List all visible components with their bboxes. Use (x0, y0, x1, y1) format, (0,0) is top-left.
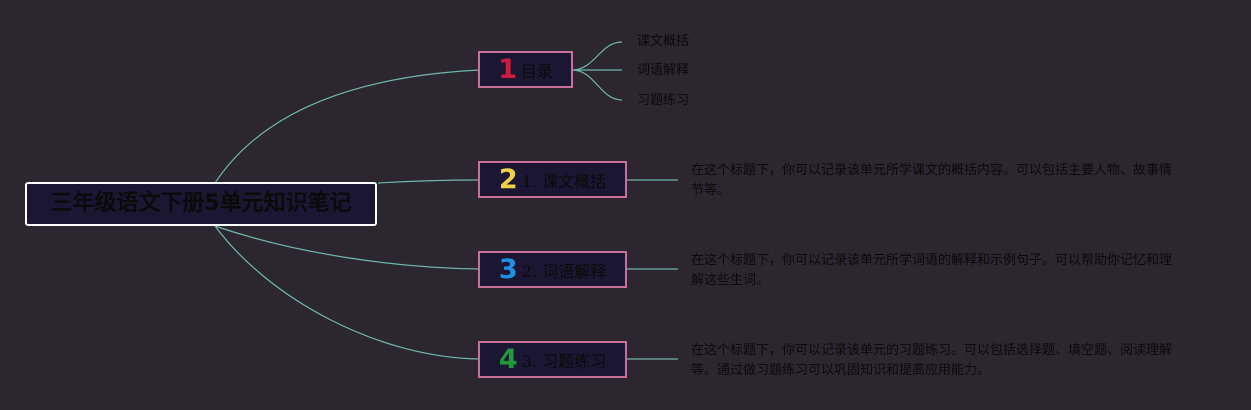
leaf-exercises[interactable]: 习题练习 (637, 93, 690, 108)
note-text-summary: 在这个标题下，你可以记录该单元所学课文的概括内容。可以包括主要人物、故事情节等。 (691, 163, 1173, 198)
connector-directory-to-leaf-1 (571, 41, 623, 71)
note-vocabulary: 在这个标题下，你可以记录该单元所学词语的解释和示例句子。可以帮助你记忆和理解这些… (691, 253, 1173, 288)
number-badge-4: 4 (498, 344, 518, 375)
branch-directory[interactable]: 1 目录 (478, 51, 573, 88)
branch-label-vocabulary: 2. 词语解释 (521, 261, 607, 281)
number-badge-2: 2 (498, 164, 518, 195)
connector-root-to-summary (377, 179, 481, 184)
branch-exercises[interactable]: 4 3. 习题练习 (478, 341, 627, 378)
connector-root-to-exercises (214, 225, 481, 360)
connector-directory-to-leaf-3 (571, 69, 623, 101)
branch-text-summary[interactable]: 2 1. 课文概括 (478, 161, 627, 198)
connector-root-to-directory (214, 69, 481, 184)
branch-label-directory: 目录 (520, 61, 553, 81)
branch-vocabulary[interactable]: 3 2. 词语解释 (478, 251, 627, 288)
branch-label-text-summary: 1. 课文概括 (521, 171, 607, 191)
branch-label-exercises: 3. 习题练习 (521, 351, 607, 371)
central-topic[interactable]: 三年级语文下册5单元知识笔记 (25, 182, 377, 226)
connector-root-to-vocabulary (214, 225, 481, 270)
number-badge-1: 1 (498, 54, 517, 85)
leaf-text-summary[interactable]: 课文概括 (637, 34, 690, 49)
note-exercises: 在这个标题下，你可以记录该单元的习题练习。可以包括选择题、填空题、阅读理解等。通… (691, 343, 1173, 378)
leaf-vocabulary[interactable]: 词语解释 (637, 63, 690, 78)
number-badge-3: 3 (498, 254, 518, 285)
